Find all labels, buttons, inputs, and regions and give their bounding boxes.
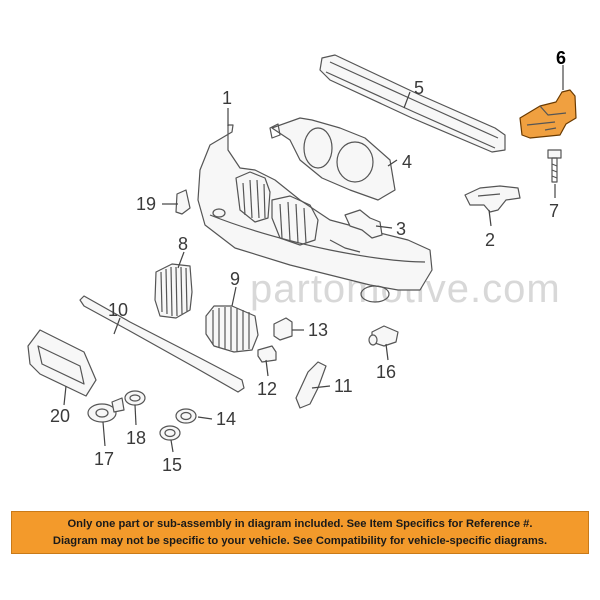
callout-3: 3	[396, 219, 406, 239]
callout-8: 8	[178, 234, 188, 254]
callout-2: 2	[485, 230, 495, 250]
side-bracket	[464, 185, 521, 213]
callout-1: 1	[222, 88, 232, 108]
highlighted-bracket-part	[519, 89, 577, 139]
lower-trim-strip	[79, 295, 245, 393]
callout-11: 11	[334, 376, 353, 396]
grommet-17	[87, 397, 125, 423]
callout-9: 9	[230, 269, 240, 289]
small-bracket	[344, 209, 383, 239]
leader-lines	[63, 65, 564, 453]
kidney-grille-right	[205, 305, 259, 353]
callout-19: 19	[136, 194, 156, 214]
side-trim	[295, 361, 327, 409]
callout-17: 17	[94, 449, 114, 469]
callout-4: 4	[402, 152, 412, 172]
callout-14: 14	[216, 409, 236, 429]
ring-15	[159, 425, 181, 441]
kidney-grille-left	[154, 263, 193, 319]
grille-carrier	[269, 117, 396, 201]
license-plate-bracket	[27, 329, 97, 397]
disclaimer-banner: Only one part or sub-assembly in diagram…	[11, 511, 589, 554]
callout-13: 13	[308, 320, 328, 340]
callout-5: 5	[414, 78, 424, 98]
callout-6: 6	[556, 48, 566, 68]
disclaimer-line-2: Diagram may not be specific to your vehi…	[52, 535, 548, 547]
callout-7: 7	[549, 201, 559, 221]
bolt	[547, 149, 562, 183]
callout-20: 20	[50, 406, 70, 426]
reinforcement-bar	[319, 54, 506, 153]
cap-part	[175, 189, 191, 215]
parking-sensor	[368, 325, 399, 347]
callout-18: 18	[126, 428, 146, 448]
clip-part-12	[257, 345, 277, 363]
ring-14	[175, 408, 197, 424]
callout-15: 15	[162, 455, 182, 475]
bumper-cover	[197, 124, 433, 303]
ring-18	[124, 390, 146, 406]
callout-12: 12	[257, 379, 277, 399]
disclaimer-line-1: Only one part or sub-assembly in diagram…	[67, 518, 533, 530]
callout-16: 16	[376, 362, 396, 382]
clip-part-13	[273, 317, 293, 341]
callout-10: 10	[108, 300, 128, 320]
